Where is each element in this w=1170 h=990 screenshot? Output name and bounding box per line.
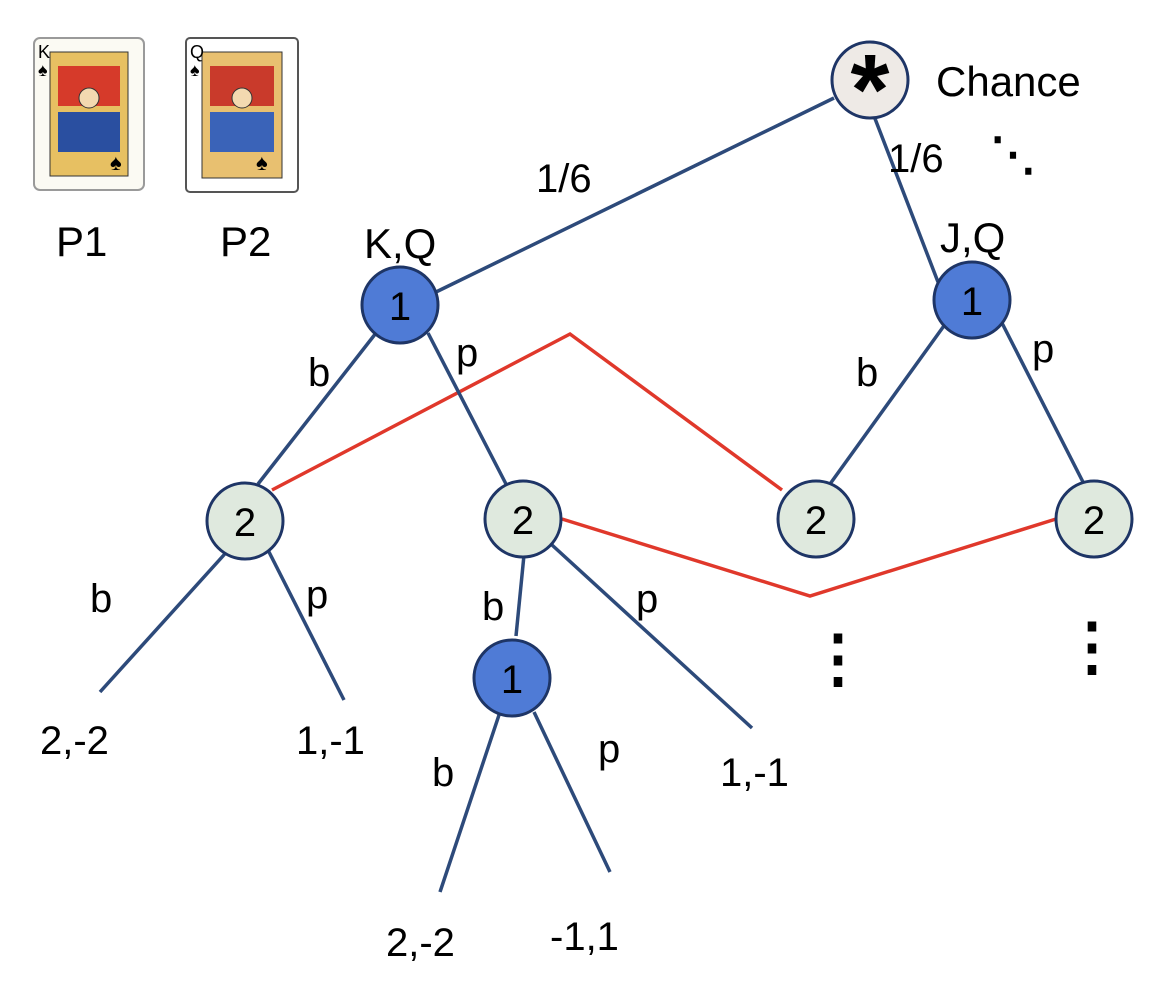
card-queen-of-spades: Q ♠ ♠ <box>185 37 299 193</box>
card-king-suit-bottom-icon: ♠ <box>110 150 122 175</box>
edge-chance-to-left <box>435 96 835 294</box>
prob-left-label: 1/6 <box>536 157 592 201</box>
action-p-left-p1: p <box>456 331 478 375</box>
action-p-node2b: p <box>636 577 658 621</box>
edge-left-p1-p <box>426 332 508 485</box>
card-king-rank: K <box>38 42 50 62</box>
action-p-node1c: p <box>598 727 620 771</box>
player2-node-a: 2 <box>205 481 285 561</box>
edge-node2a-b <box>98 544 234 694</box>
edge-chance-to-right <box>872 115 940 283</box>
chance-label: Chance <box>936 58 1081 105</box>
payoff-pbb: 2,-2 <box>386 921 455 965</box>
chance-asterisk-icon: * <box>851 34 890 146</box>
deal-left-label: K,Q <box>364 220 436 267</box>
payoff-bp: 1,-1 <box>296 719 365 763</box>
continuation-ellipsis-d: ⋮ <box>1060 610 1124 682</box>
player1-node-right-label: 1 <box>961 280 983 324</box>
info-set-line-2 <box>561 517 1057 598</box>
edge-node2b-b <box>514 554 526 637</box>
card-king-suit-icon: ♠ <box>38 60 48 80</box>
player1-node-deep: 1 <box>472 638 552 718</box>
chance-more-ellipsis: ⋱ <box>990 128 1036 180</box>
action-b-right-p1: b <box>856 351 878 395</box>
player2-node-c-label: 2 <box>805 499 827 543</box>
edge-node1c-b <box>438 711 502 893</box>
action-p-node2a: p <box>306 573 328 617</box>
player1-node-right: 1 <box>932 260 1012 340</box>
payoff-pp: 1,-1 <box>720 751 789 795</box>
chance-node: * <box>830 34 910 146</box>
edge-node1c-p <box>532 711 612 873</box>
player2-card-label: P2 <box>220 218 271 265</box>
action-b-node1c: b <box>432 751 454 795</box>
player2-node-d: 2 <box>1054 479 1134 559</box>
player2-node-b-label: 2 <box>512 499 534 543</box>
player1-node-left-label: 1 <box>389 285 411 329</box>
info-set-line-1 <box>271 331 784 492</box>
edge-right-p1-b <box>828 321 948 486</box>
continuation-ellipsis-c: ⋮ <box>806 622 870 694</box>
tree-edges <box>98 96 1086 893</box>
player2-node-d-label: 2 <box>1083 499 1105 543</box>
card-queen-suit-bottom-icon: ♠ <box>256 150 268 175</box>
player2-node-a-label: 2 <box>234 501 256 545</box>
action-p-right-p1: p <box>1032 327 1054 371</box>
deal-right-label: J,Q <box>940 214 1005 261</box>
card-queen-suit-icon: ♠ <box>190 60 200 80</box>
player2-node-b: 2 <box>483 479 563 559</box>
edge-node2a-p <box>266 549 346 701</box>
information-sets <box>271 331 1057 598</box>
player2-node-c: 2 <box>776 479 856 559</box>
action-b-node2b: b <box>482 585 504 629</box>
action-b-left-p1: b <box>308 351 330 395</box>
player1-node-left: 1 <box>360 265 440 345</box>
payoff-bb: 2,-2 <box>40 719 109 763</box>
edge-node2b-p <box>550 543 754 730</box>
edge-right-p1-p <box>1000 322 1086 485</box>
player1-node-deep-label: 1 <box>501 658 523 702</box>
prob-right-label: 1/6 <box>888 137 944 181</box>
payoff-pbp: -1,1 <box>550 915 619 959</box>
card-king-of-spades: K ♠ ♠ <box>33 37 145 191</box>
card-queen-rank: Q <box>190 42 204 62</box>
action-b-node2a: b <box>90 577 112 621</box>
edge-left-p1-b <box>256 331 378 486</box>
player1-card-label: P1 <box>56 218 107 265</box>
